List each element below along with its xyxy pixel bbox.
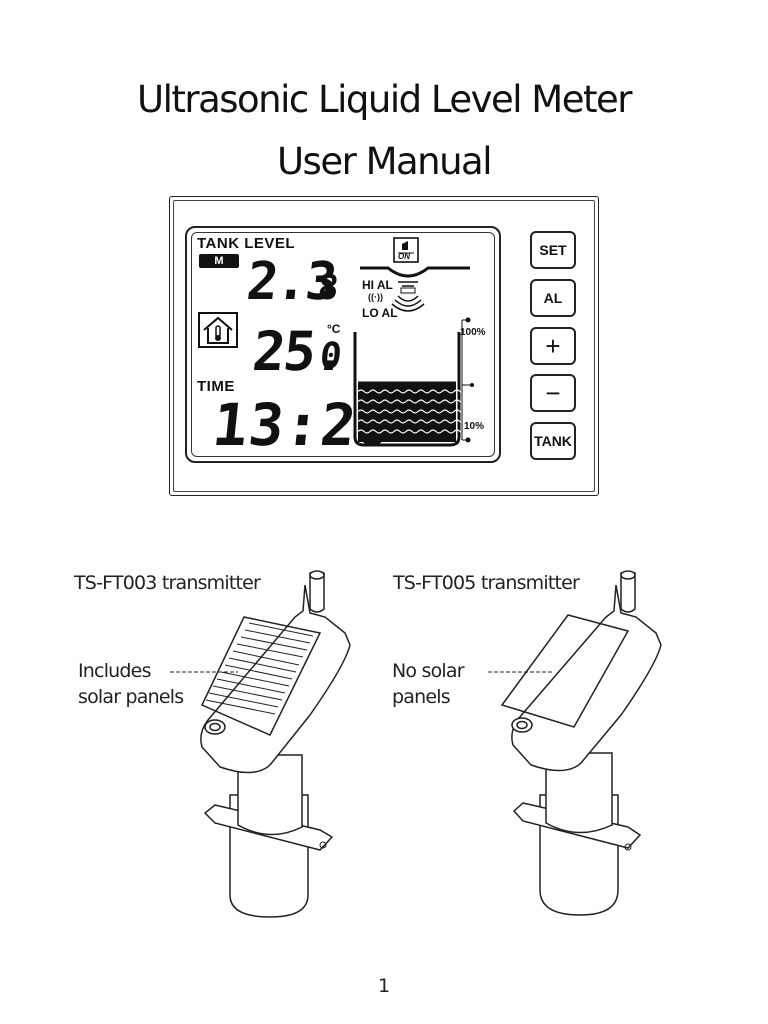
right-transmitter-note-line1: No solar: [392, 660, 465, 682]
minus-button[interactable]: −: [530, 374, 576, 412]
tank-liquid: [358, 381, 456, 442]
right-transmitter-model: TS-FT005 transmitter: [393, 572, 580, 594]
indoor-temperature-icon: [198, 312, 238, 348]
meter-device-frame: [169, 196, 599, 496]
right-transmitter-illustration: [500, 570, 662, 916]
lcd-screen: [185, 226, 501, 463]
scale-top-label: 100%: [460, 327, 486, 338]
left-transmitter-model: TS-FT003 transmitter: [74, 572, 261, 594]
tank-wave: [357, 419, 467, 424]
title-line-1: Ultrasonic Liquid Level Meter: [137, 78, 632, 121]
left-transmitter-illustration: [200, 570, 351, 918]
tank-wave: [357, 429, 467, 434]
temperature-reading-digit: 0: [317, 336, 342, 377]
alarm-bell-icon: [393, 237, 419, 263]
alarm-on-badge: ON: [398, 252, 410, 261]
tank-level-label: TANK LEVEL: [197, 235, 296, 252]
right-callout-line: [488, 671, 552, 673]
plus-button[interactable]: +: [530, 327, 576, 365]
set-button[interactable]: SET: [530, 231, 576, 269]
left-transmitter-note-line1: Includes: [78, 660, 151, 682]
svg-text:((·)): ((·)): [368, 292, 383, 302]
page-number: 1: [377, 975, 391, 997]
temperature-unit: °C: [327, 322, 341, 336]
tank-wave: [357, 389, 467, 394]
tank-graphic: ((·)): [353, 266, 474, 447]
left-callout-line: [170, 671, 238, 673]
tank-wave: [357, 409, 467, 414]
tank-button[interactable]: TANK: [530, 422, 576, 460]
time-label: TIME: [197, 378, 235, 395]
left-transmitter-note-line2: solar panels: [78, 686, 184, 708]
unit-badge: M: [199, 254, 239, 268]
high-alarm-label: HI AL: [362, 278, 393, 292]
alarm-button[interactable]: AL: [530, 279, 576, 317]
title-line-2: User Manual: [276, 140, 493, 183]
low-alarm-label: LO AL: [362, 306, 398, 320]
tank-wave: [357, 399, 467, 404]
scale-bottom-label: 10%: [464, 421, 485, 432]
right-transmitter-note-line2: panels: [392, 686, 451, 708]
